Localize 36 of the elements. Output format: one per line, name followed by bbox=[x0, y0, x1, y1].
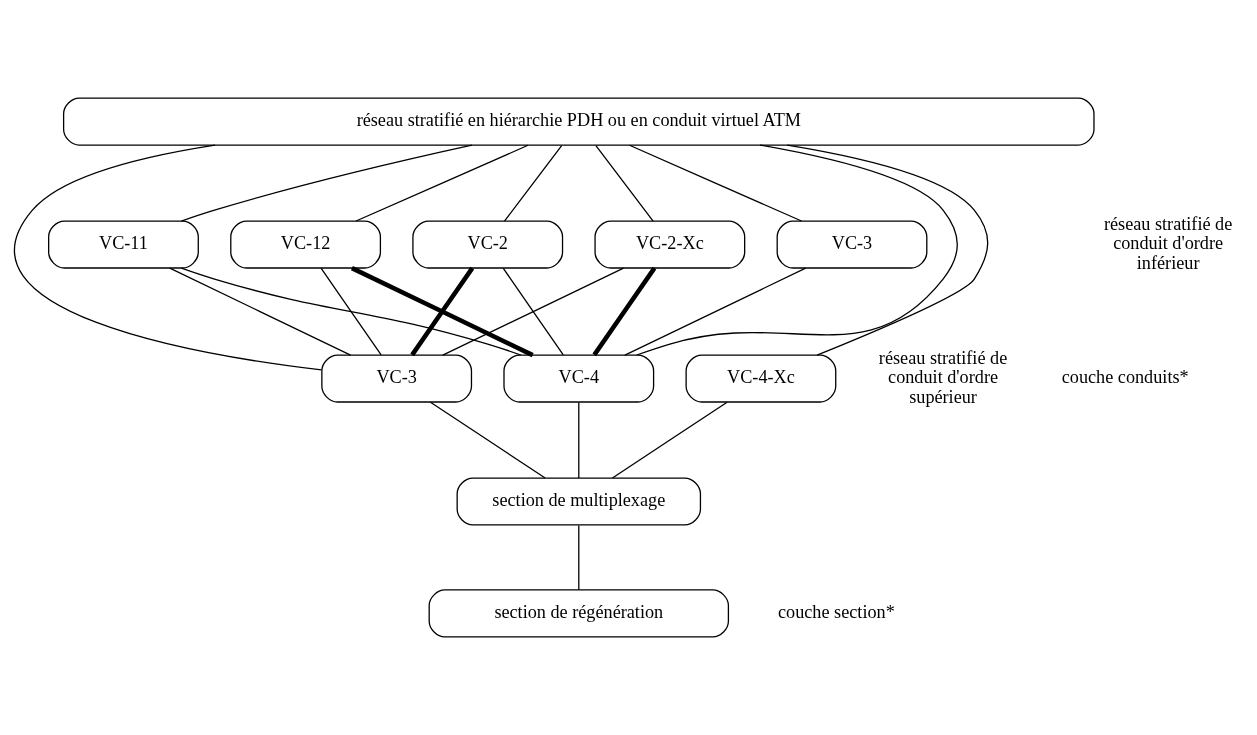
label: couche section* bbox=[778, 602, 895, 623]
connector bbox=[169, 267, 352, 356]
connector bbox=[429, 401, 546, 479]
label: réseau stratifié de conduit d'ordre inférieur bbox=[1103, 213, 1233, 273]
node-box: VC-4-Xc bbox=[685, 354, 837, 403]
connector bbox=[410, 266, 475, 357]
connector bbox=[578, 524, 580, 591]
connector bbox=[624, 267, 807, 356]
node-box: VC-11 bbox=[48, 220, 199, 269]
connector bbox=[14, 144, 323, 371]
connector bbox=[355, 144, 529, 222]
label: réseau stratifié de conduit d'ordre supérieur bbox=[878, 347, 1008, 407]
node-box: VC-4 bbox=[503, 354, 655, 403]
node-box: VC-3 bbox=[776, 220, 928, 269]
connector bbox=[320, 267, 382, 356]
node-box: VC-3 bbox=[321, 354, 473, 403]
node-box: VC-2-Xc bbox=[594, 220, 746, 269]
connector bbox=[595, 144, 654, 222]
connector bbox=[578, 401, 580, 479]
connector bbox=[350, 266, 534, 358]
connector bbox=[611, 401, 728, 479]
connector bbox=[180, 267, 522, 356]
node-box: VC-12 bbox=[230, 220, 382, 269]
node-box: section de régénération bbox=[428, 589, 730, 638]
connector bbox=[503, 144, 563, 222]
connector bbox=[442, 267, 625, 356]
connector bbox=[592, 266, 657, 357]
node-box: VC-2 bbox=[412, 220, 564, 269]
node-box: section de multiplexage bbox=[456, 477, 702, 526]
connector bbox=[180, 144, 473, 222]
connector bbox=[628, 144, 803, 222]
connector bbox=[636, 144, 958, 356]
connector bbox=[502, 267, 564, 356]
label: couche conduits* bbox=[1061, 367, 1189, 388]
connector bbox=[786, 144, 989, 356]
node-box: réseau stratifié en hiérarchie PDH ou en conduit virtuel ATM bbox=[62, 97, 1095, 146]
